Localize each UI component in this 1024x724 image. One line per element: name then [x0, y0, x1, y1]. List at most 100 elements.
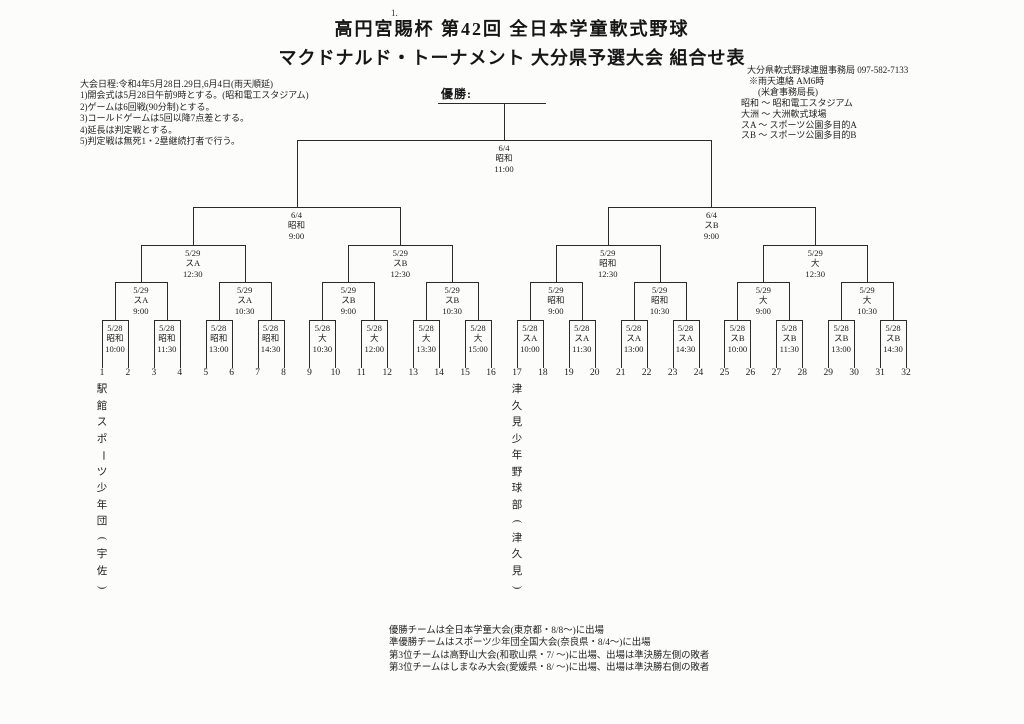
bracket-line: [594, 320, 596, 368]
match-date: 5/28: [729, 323, 746, 333]
slot-number: 20: [590, 368, 600, 378]
bracket-line: [257, 320, 259, 368]
bracket-line: [478, 282, 480, 320]
match-time: 9:00: [133, 305, 149, 316]
team-name-char: 津: [511, 532, 523, 544]
team-name-char: (: [96, 536, 108, 540]
match-date: 5/28: [574, 323, 590, 333]
bracket-line: [413, 320, 415, 368]
slot-number: 26: [745, 368, 756, 378]
match-date: 5/28: [314, 323, 331, 333]
bracket-line: [633, 282, 686, 283]
bracket-line: [465, 320, 492, 321]
scan-artifact: 1.: [391, 8, 398, 18]
schedule-heading: 大会日程:令和4年5月28日.29日,6月4日(雨天順延): [80, 79, 273, 89]
team-name-char: ー: [96, 450, 108, 461]
match-venue: スB: [444, 295, 460, 306]
match-venue: スA: [678, 333, 693, 344]
bracket-line: [698, 320, 700, 368]
bracket-line: [620, 320, 622, 368]
bracket-line: [802, 320, 804, 368]
match-time: 11:30: [572, 343, 592, 354]
team-name-char: (: [511, 519, 523, 524]
bracket-line: [880, 320, 882, 368]
match-date: 5/28: [159, 323, 175, 333]
bracket-line: [491, 320, 493, 368]
bracket-line: [257, 320, 284, 321]
match-date: 5/29: [859, 285, 875, 295]
bracket-line: [335, 320, 337, 368]
team-name-char: 部: [511, 499, 523, 511]
bracket-line: [607, 207, 609, 245]
slot-number: 31: [875, 368, 885, 378]
bracket-line: [283, 320, 285, 368]
match-time: 15:00: [468, 343, 488, 354]
bracket-line: [270, 282, 272, 320]
match-date: 5/28: [781, 323, 797, 333]
match-date: 5/28: [366, 323, 382, 333]
match-time: 13:00: [208, 343, 229, 354]
bracket-line: [361, 320, 388, 321]
qualification-notes: 優勝チームは全日本学童大会(東京都・8/8～)に出場 準優勝チームはスポーツ少年…: [389, 625, 709, 675]
match-venue: 大: [318, 333, 327, 344]
bracket-line: [413, 320, 440, 321]
bracket-line: [504, 103, 505, 140]
bracket-line: [529, 282, 531, 320]
match-time: 10:00: [520, 343, 540, 354]
match-venue: 大: [473, 333, 483, 344]
bracket-line: [205, 320, 232, 321]
match-time: 10:00: [727, 343, 748, 354]
match-time: 14:30: [260, 343, 281, 354]
match-venue: 昭和: [651, 295, 669, 306]
bracket-line: [452, 245, 454, 282]
team-name-char: ポ: [96, 433, 108, 445]
slot-number: 16: [486, 368, 496, 378]
bracket-line: [244, 245, 246, 282]
match-venue: スB: [782, 333, 797, 344]
match-venue: スA: [237, 295, 253, 306]
bracket-line: [672, 320, 699, 321]
slot-number: 29: [823, 368, 833, 378]
slot-number: 1: [99, 368, 105, 378]
slot-number: 7: [255, 368, 260, 378]
bracket-line: [465, 320, 467, 368]
match-venue: 昭和: [158, 333, 176, 344]
match-time: 13:00: [623, 343, 644, 354]
bracket-line: [102, 320, 103, 368]
slot-number: 25: [719, 368, 730, 378]
bracket-line: [906, 320, 907, 368]
match-date: 5/28: [522, 323, 538, 333]
bracket-line: [867, 245, 869, 282]
match-time: 12:00: [364, 343, 385, 354]
slot-number: 28: [797, 368, 808, 378]
schedule-item: 1)開会式は5月28日午前9時とする。(昭和電工スタジアム): [80, 90, 309, 101]
bracket-line: [685, 282, 687, 320]
slot-number: 8: [281, 368, 286, 378]
slot-number: 23: [667, 368, 678, 378]
bracket-line: [763, 245, 765, 282]
team-name-vertical: 駅館スポーツ少年団(宇佐): [93, 384, 111, 593]
bracket-line: [789, 282, 791, 320]
bracket-line: [348, 245, 453, 246]
venue-legend-item: 昭和 ～ 昭和電工スタジアム: [741, 97, 853, 108]
bracket-line: [516, 320, 518, 368]
match-date: 5/29: [651, 285, 668, 295]
team-name-char: 少: [511, 433, 523, 445]
slot-number: 32: [901, 368, 911, 378]
bracket-line: [646, 320, 648, 368]
match-date: 5/28: [833, 323, 849, 333]
bracket-line: [153, 320, 180, 321]
bracket-line: [529, 282, 582, 283]
schedule-notes: 大会日程:令和4年5月28日.29日,6月4日(雨天順延) 1)開会式は5月28…: [80, 79, 309, 147]
